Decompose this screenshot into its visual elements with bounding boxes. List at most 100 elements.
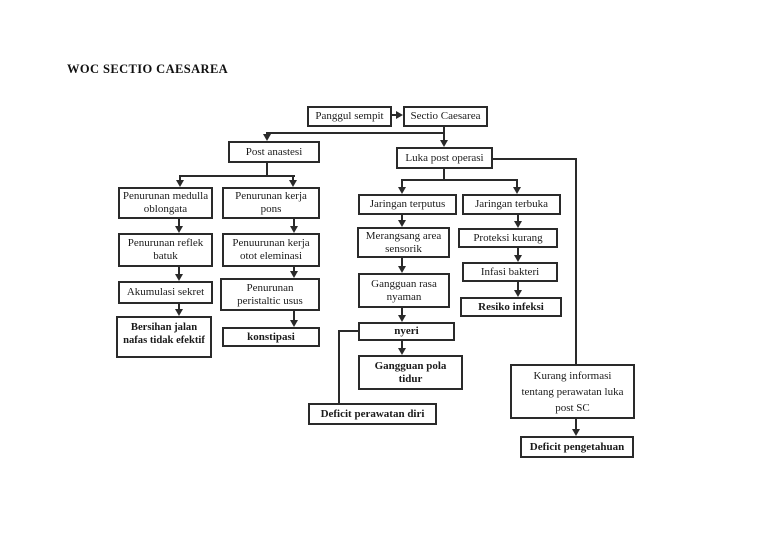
node-label: Deficit pengetahuan — [529, 440, 625, 453]
node-infasi-bakteri: Infasi bakteri — [462, 262, 558, 282]
node-label: Infasi bakteri — [480, 265, 540, 278]
connector-nyeri-deficit-v-line — [338, 330, 340, 403]
connector-medulla-reflek-line — [178, 219, 180, 227]
node-penurunan-kerja-pons: Penurunan kerja pons — [222, 187, 320, 219]
arrowhead-right-icon — [396, 111, 403, 119]
page-title: WOC SECTIO CAESAREA — [67, 62, 229, 76]
node-label: Proteksi kurang — [473, 231, 543, 244]
node-nyeri: nyeri — [358, 322, 455, 341]
node-akumulasi-sekret: Akumulasi sekret — [118, 281, 213, 304]
connector-nyeri-deficit-h-line — [339, 330, 358, 332]
node-sectio-caesarea: Sectio Caesarea — [403, 106, 488, 127]
connector-to-luka-line — [443, 132, 445, 141]
connector-to-pons-line — [292, 175, 294, 181]
arrowhead-down-icon — [290, 226, 298, 233]
arrowhead-down-icon — [514, 255, 522, 262]
arrowhead-down-icon — [175, 309, 183, 316]
connector-kurang-deficit-line — [575, 419, 577, 430]
arrowhead-down-icon — [263, 134, 271, 141]
connector-pons-otot-line — [293, 219, 295, 227]
arrowhead-down-icon — [440, 140, 448, 147]
node-merangsang-area-sensorik: Merangsang area sensorik — [357, 227, 450, 258]
arrowhead-down-icon — [398, 315, 406, 322]
node-label: Penurunan kerja pons — [235, 190, 307, 215]
node-bersihan-jalan-nafas-tidak-efektif: Bersihan jalan nafas tidak efektif — [116, 316, 212, 358]
node-jaringan-terputus: Jaringan terputus — [358, 194, 457, 215]
node-label: Bersihan jalan nafas tidak efektif — [123, 322, 205, 346]
arrowhead-down-icon — [175, 274, 183, 281]
node-penurunan-reflek-batuk: Penurunan reflek batuk — [118, 233, 213, 267]
connector-luka-branch-line — [401, 179, 518, 181]
connector-to-medulla-line — [179, 175, 181, 181]
connector-luka-kurang-h-line — [493, 158, 577, 160]
node-post-anastesi: Post anastesi — [228, 141, 320, 163]
node-label: Akumulasi sekret — [126, 286, 205, 298]
node-penuurunan-kerja-otot-eleminasi: Penuurunan kerja otot eleminasi — [222, 233, 320, 267]
connector-post-anastesi-branch-line — [179, 175, 295, 177]
node-label: Sectio Caesarea — [410, 110, 481, 122]
node-deficit-pengetahuan: Deficit pengetahuan — [520, 436, 634, 458]
node-label: Jaringan terputus — [369, 198, 446, 210]
connector-to-post-anastesi-line — [266, 132, 268, 135]
node-gangguan-pola-tidur: Gangguan pola tidur — [358, 355, 463, 390]
connector-infasi-resiko-line — [517, 282, 519, 291]
arrowhead-down-icon — [513, 187, 521, 194]
arrowhead-down-icon — [398, 266, 406, 273]
arrowhead-down-icon — [398, 187, 406, 194]
node-label: Penurunan peristaltic usus — [237, 281, 303, 307]
connector-otot-peristaltic-line — [293, 267, 295, 273]
arrowhead-down-icon — [514, 221, 522, 228]
node-label: Deficit perawatan diri — [320, 407, 425, 420]
connector-terbuka-proteksi-line — [517, 215, 519, 222]
node-label: Jaringan terbuka — [475, 198, 548, 210]
node-jaringan-terbuka: Jaringan terbuka — [462, 194, 561, 215]
connector-reflek-akumulasi-line — [178, 267, 180, 275]
arrowhead-down-icon — [514, 290, 522, 297]
node-panggul-sempit: Panggul sempit — [307, 106, 392, 127]
node-konstipasi: konstipasi — [222, 327, 320, 347]
arrowhead-down-icon — [289, 180, 297, 187]
connector-panggul-sectio-line — [392, 114, 397, 116]
node-proteksi-kurang: Proteksi kurang — [458, 228, 558, 248]
connector-sectio-branch-line — [266, 132, 445, 134]
node-label: Kurang informasi tentang perawatan luka … — [521, 369, 624, 414]
node-label: Penurunan medulla oblongata — [122, 190, 209, 215]
node-label: Penurunan reflek batuk — [127, 237, 204, 262]
node-penurunan-peristaltic-usus: Penurunan peristaltic usus — [220, 278, 320, 311]
connector-to-terbuka-line — [516, 179, 518, 188]
connector-akumulasi-bersihan-line — [178, 304, 180, 310]
connector-gangguan-nyeri-line — [401, 308, 403, 316]
arrowhead-down-icon — [572, 429, 580, 436]
arrowhead-down-icon — [175, 226, 183, 233]
node-gangguan-rasa-nyaman: Gangguan rasa nyaman — [358, 273, 450, 308]
arrowhead-down-icon — [176, 180, 184, 187]
arrowhead-down-icon — [290, 271, 298, 278]
connector-nyeri-tidur-line — [401, 341, 403, 349]
node-label: Resiko infeksi — [478, 300, 544, 313]
node-label: Panggul sempit — [315, 110, 384, 122]
arrowhead-down-icon — [398, 348, 406, 355]
connector-proteksi-infasi-line — [517, 248, 519, 256]
node-label: nyeri — [394, 325, 419, 337]
connector-post-anastesi-down-line — [266, 163, 268, 177]
connector-sectio-down-line — [443, 127, 445, 133]
connector-merangsang-gangguan-line — [401, 258, 403, 267]
arrowhead-down-icon — [290, 320, 298, 327]
node-label: Merangsang area sensorik — [365, 229, 442, 255]
node-deficit-perawatan-diri: Deficit perawatan diri — [308, 403, 437, 425]
node-label: Post anastesi — [245, 145, 303, 158]
connector-peristaltic-konstipasi-line — [293, 311, 295, 321]
node-label: konstipasi — [247, 330, 295, 343]
node-penurunan-medulla-oblongata: Penurunan medulla oblongata — [118, 187, 213, 219]
connector-terputus-merangsang-line — [401, 215, 403, 221]
node-resiko-infeksi: Resiko infeksi — [460, 297, 562, 317]
node-luka-post-operasi: Luka post operasi — [396, 147, 493, 169]
arrowhead-down-icon — [398, 220, 406, 227]
connector-to-terputus-line — [401, 179, 403, 188]
node-label: Gangguan pola tidur — [374, 359, 447, 385]
connector-luka-down-line — [443, 169, 445, 181]
node-label: Penuurunan kerja otot eleminasi — [232, 237, 310, 262]
node-label: Gangguan rasa nyaman — [371, 277, 437, 303]
node-kurang-informasi-post-sc: Kurang informasi tentang perawatan luka … — [510, 364, 635, 419]
